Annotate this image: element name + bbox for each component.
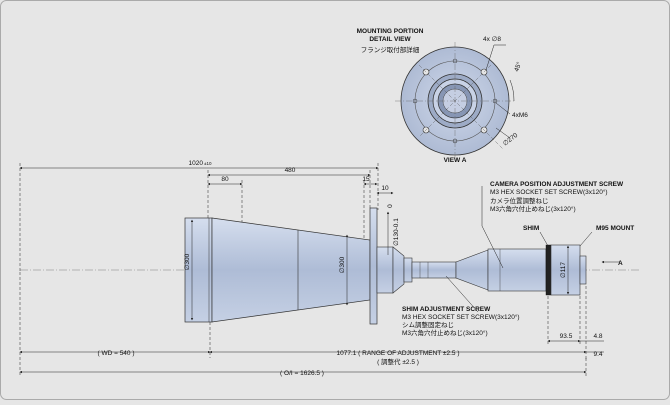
- dim-1020-text: 1020±10: [189, 160, 212, 167]
- side-view: [20, 207, 640, 325]
- neck-ring: [403, 257, 413, 283]
- dim-9-4-text: 9.4: [593, 351, 602, 358]
- thread-hole: [412, 98, 418, 104]
- thread-label: 4xM6: [512, 112, 528, 119]
- shim-adj-callout-1: SHIM ADJUSTMENT SCREW: [402, 306, 491, 313]
- expansion-taper: [455, 249, 489, 291]
- camera-callout-2: M3 HEX SOCKET SET SCREW(3x120°): [490, 188, 608, 196]
- neck-taper: [392, 246, 405, 294]
- shim-adj-callout-2: M3 HEX SOCKET SET SCREW(3x120°): [402, 313, 520, 321]
- diagonal-line: [418, 64, 492, 138]
- mount-lip: [579, 255, 587, 285]
- cone-section: [211, 217, 371, 323]
- dim-15-text: 15: [362, 176, 370, 183]
- camera-leader: [481, 225, 504, 269]
- thread-hole: [452, 58, 458, 64]
- mount-leader: [579, 231, 593, 247]
- dim-1020-value: 1020: [189, 160, 204, 167]
- dim-wd-text: ( WD = 540 ): [97, 350, 134, 357]
- camera-callout-4: M3六角穴付止めねじ(3x120°): [490, 204, 576, 213]
- thread-leader: [495, 102, 511, 115]
- dim-4-8-text: 4.8: [593, 333, 602, 340]
- diagonal-line: [418, 64, 504, 150]
- dim-93-5-text: 93.5: [560, 333, 573, 340]
- thread-hole: [452, 138, 458, 144]
- dim-oi-text: ( O/I = 1626.5 ): [280, 370, 324, 377]
- holes-leader: [485, 44, 495, 71]
- dim-1020-tol: ±10: [204, 161, 212, 166]
- pcd-leader: [495, 127, 511, 139]
- shim-leader: [539, 231, 549, 247]
- dim-diameter-mount-text: ∅117: [560, 262, 567, 278]
- dim-flange-tol-text: 0: [387, 204, 394, 208]
- dim-range-jp-text: ( 調整代 ±2.5 ): [377, 357, 419, 366]
- detail-view: MOUNTING PORTION DETAIL VIEW フランジ取付部詳細 4…: [357, 28, 529, 164]
- view-a-label: VIEW A: [444, 157, 467, 164]
- dimension-labels: 1020±10 480 80 15 10 ∅300 ∅300 ∅130-0.1 …: [97, 160, 602, 377]
- shim: [545, 244, 552, 296]
- shim-adj-leader: [445, 275, 479, 313]
- angle-label: 45°: [512, 60, 523, 72]
- camera-body-tube: [487, 248, 547, 292]
- dim-diameter-cone-text: ∅300: [339, 256, 346, 273]
- relay-tube: [411, 261, 457, 279]
- mount-flange: [369, 207, 378, 325]
- detail-title-jp: フランジ取付部詳細: [361, 45, 420, 54]
- m95-mount: [550, 244, 581, 296]
- thread-hole: [492, 98, 498, 104]
- dim-10-text: 10: [381, 185, 389, 192]
- dim-diameter-front-text: ∅300: [184, 253, 191, 270]
- flange-neck: [376, 246, 394, 294]
- dim-480-text: 480: [285, 167, 296, 174]
- view-a-arrow-label: A: [618, 260, 623, 267]
- dimensions: [19, 163, 620, 376]
- shim-adj-callout-3: シム調整固定ねじ: [402, 320, 454, 329]
- shim-label: SHIM: [523, 225, 539, 232]
- camera-callout-1: CAMERA POSITION ADJUSTMENT SCREW: [490, 181, 624, 188]
- mount-label: M95 MOUNT: [596, 225, 634, 232]
- dim-diameter-flange-text: ∅130-0.1: [393, 218, 400, 246]
- dim-range-text: 1077.1 ( RANGE OF ADJUSTMENT ±2.5 ): [336, 350, 459, 357]
- detail-title: MOUNTING PORTION: [357, 28, 424, 35]
- callouts: CAMERA POSITION ADJUSTMENT SCREW M3 HEX …: [402, 181, 634, 337]
- shim-adj-callout-4: M3六角穴付止めねじ(3x120°): [402, 328, 488, 337]
- holes-label: 4x ∅8: [483, 36, 501, 43]
- detail-subtitle: DETAIL VIEW: [369, 36, 411, 43]
- camera-callout-3: カメラ位置調整ねじ: [490, 196, 549, 205]
- angle-arc: [509, 79, 515, 102]
- dim-80-text: 80: [221, 176, 229, 183]
